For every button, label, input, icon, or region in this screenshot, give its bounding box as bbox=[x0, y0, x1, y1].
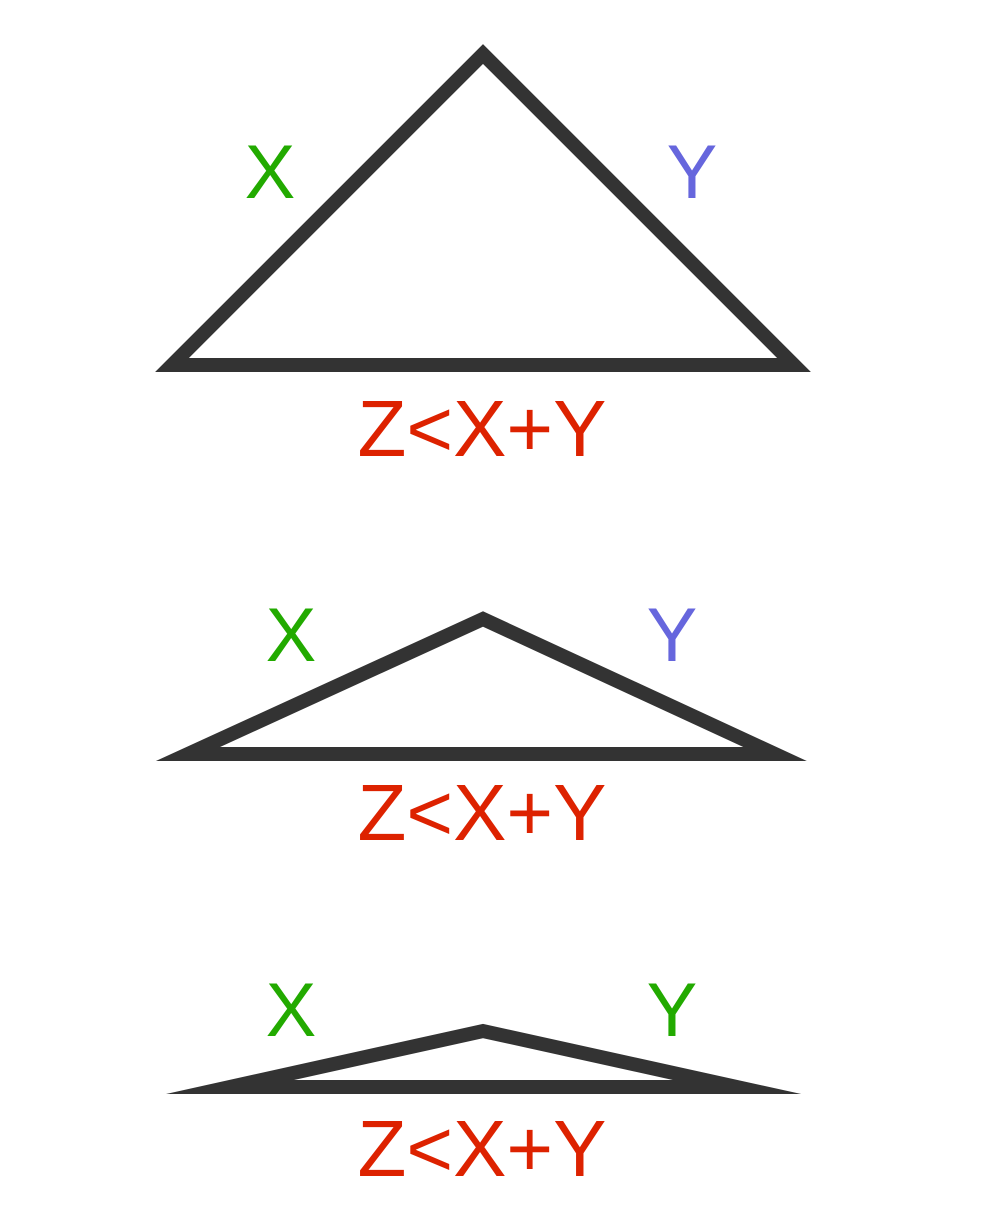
triangle-1-outline bbox=[155, 44, 811, 372]
triangle-3-y-label: Y bbox=[647, 968, 698, 1053]
triangle-3-inequality: Z<X+Y bbox=[357, 1104, 606, 1193]
triangle-1-y-label: Y bbox=[667, 130, 718, 215]
triangle-2-outline bbox=[155, 611, 807, 761]
triangle-1-group: X Y Z<X+Y bbox=[155, 44, 811, 473]
triangle-2-group: X Y Z<X+Y bbox=[155, 593, 807, 857]
triangle-2-y-label: Y bbox=[647, 593, 698, 678]
triangle-2-inequality: Z<X+Y bbox=[357, 768, 606, 857]
triangle-3-group: X Y Z<X+Y bbox=[165, 968, 802, 1193]
triangle-1-x-label: X bbox=[245, 130, 296, 215]
triangle-3-x-label: X bbox=[266, 968, 317, 1053]
triangle-3-outline bbox=[165, 1023, 802, 1094]
triangle-2-x-label: X bbox=[266, 593, 317, 678]
triangle-1-inequality: Z<X+Y bbox=[357, 384, 606, 473]
